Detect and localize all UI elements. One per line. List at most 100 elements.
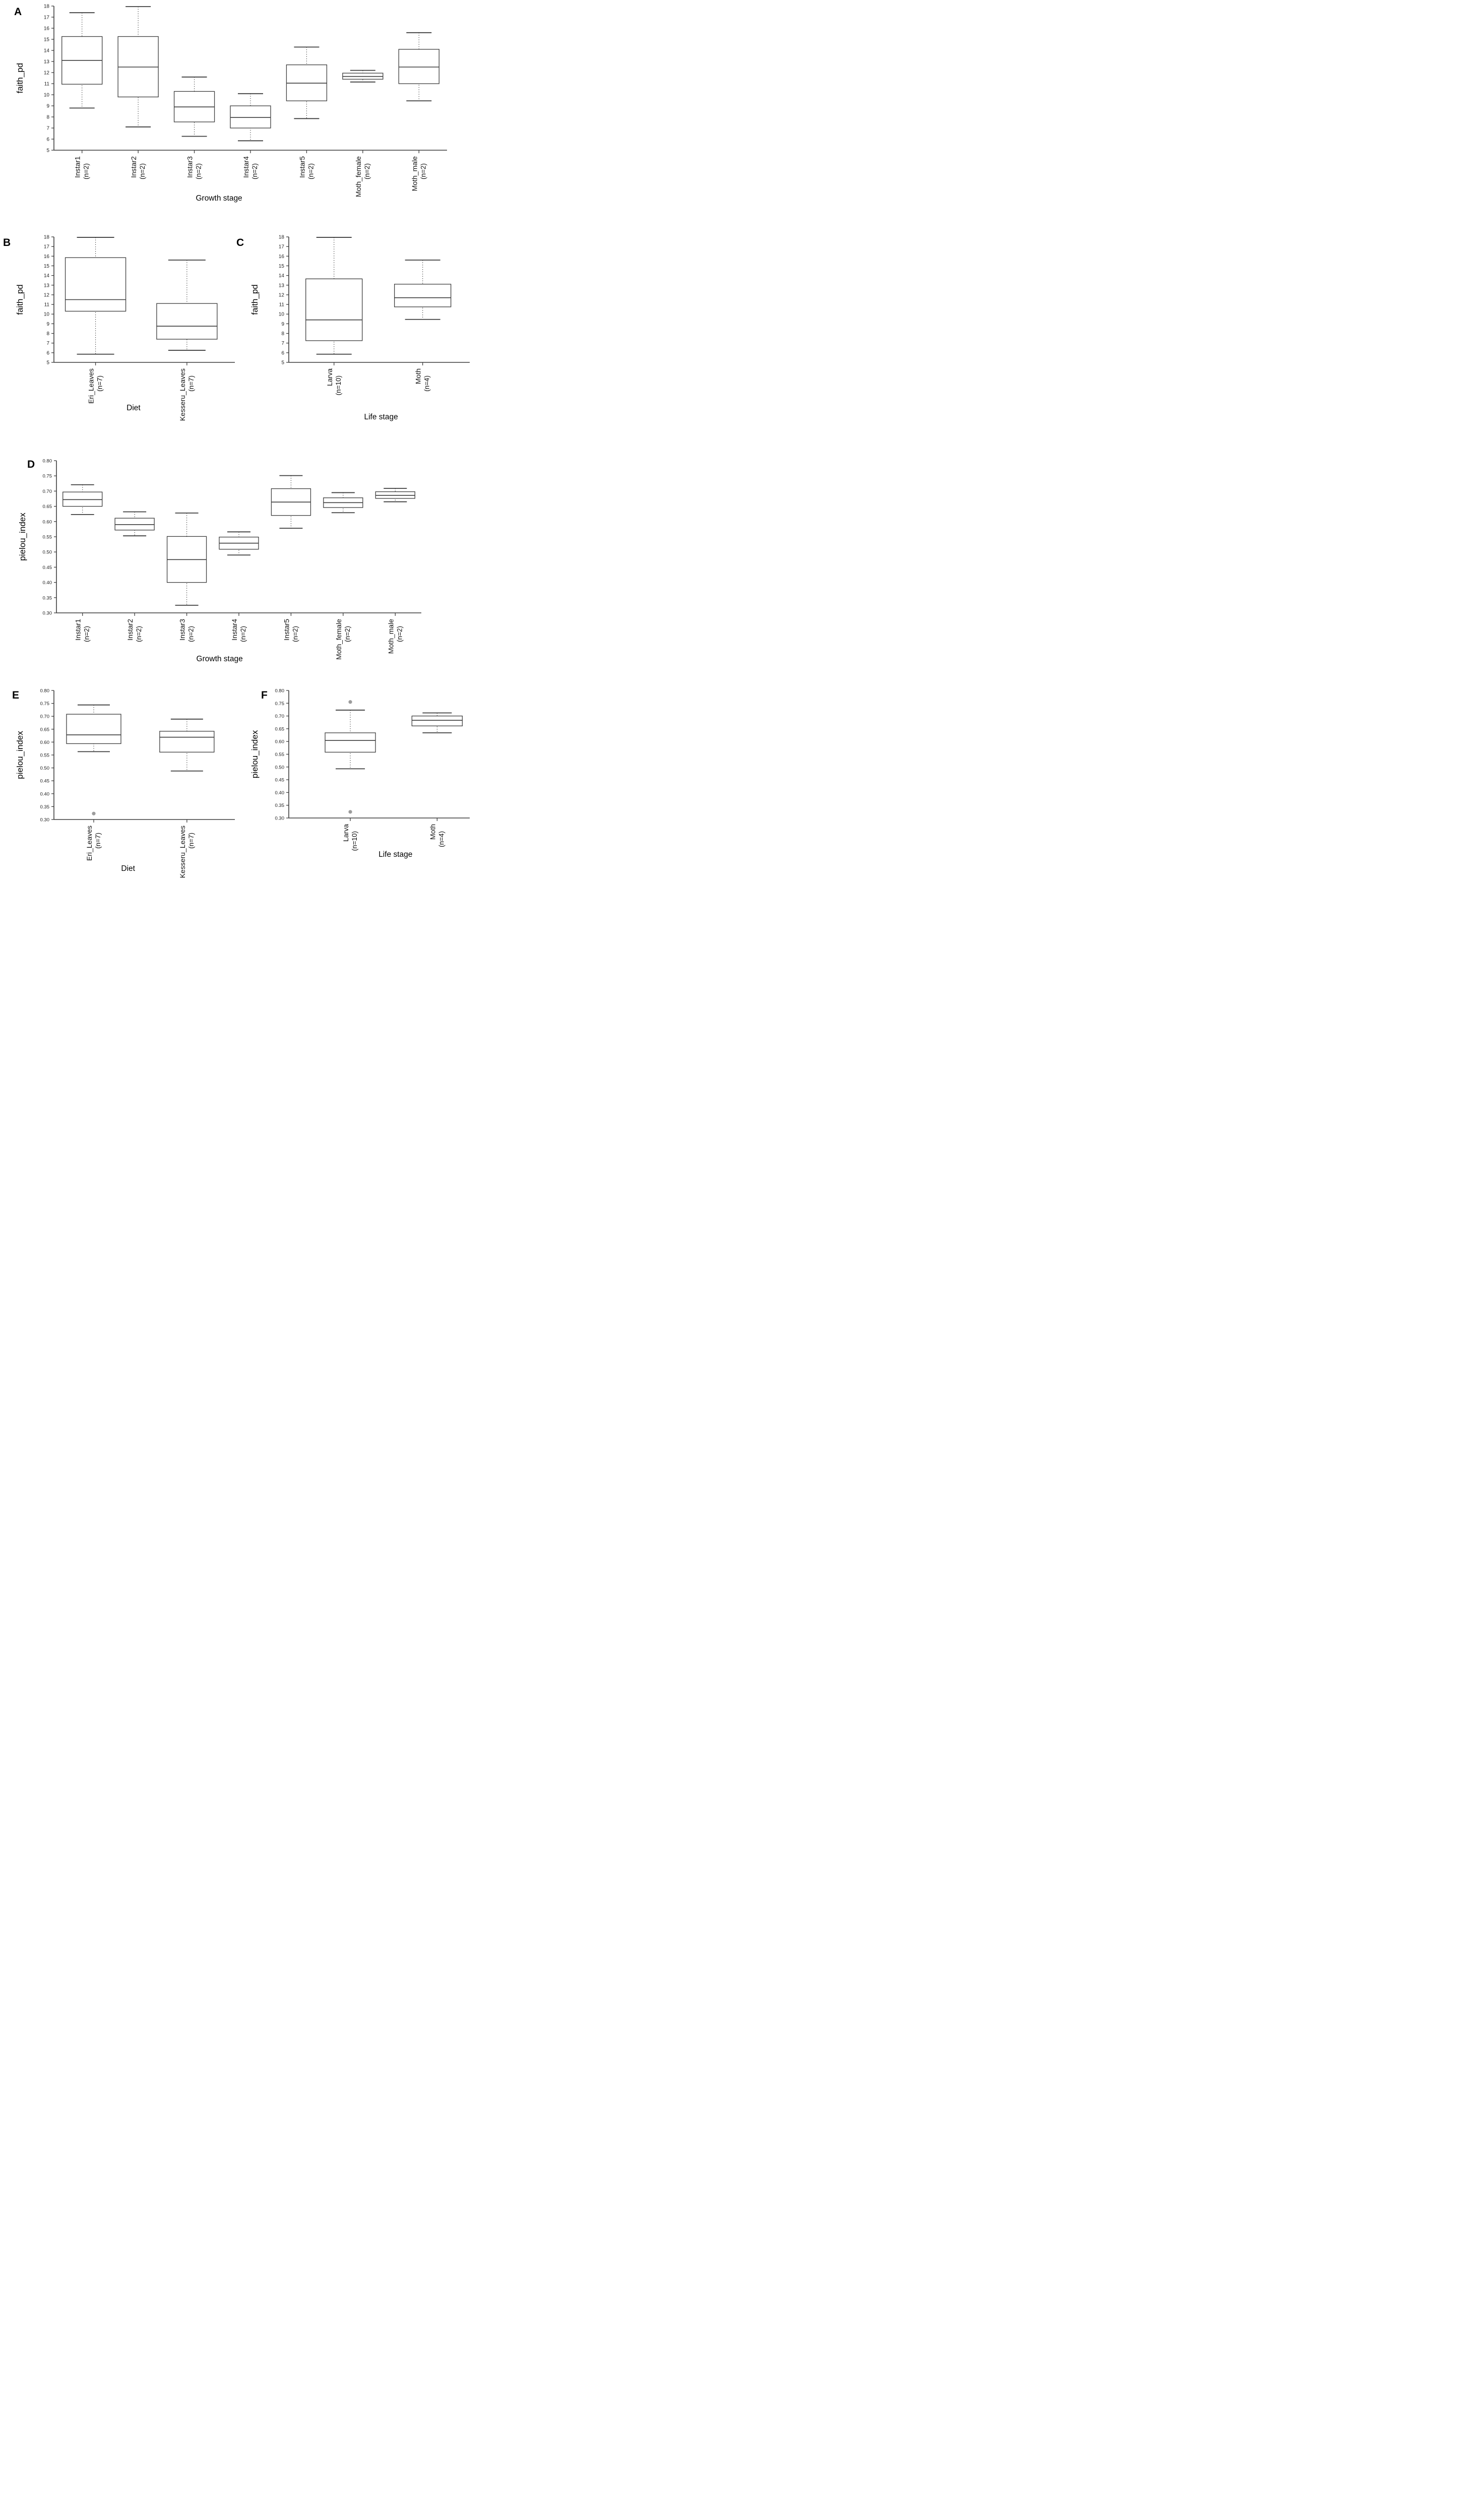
y-tick-label: 0.80 (40, 688, 50, 694)
x-category-label: Instar4 (230, 619, 238, 641)
y-tick-label: 0.35 (43, 595, 52, 601)
outlier-dot (92, 811, 96, 815)
x-category-label: Instar3 (178, 619, 186, 641)
boxplot-svg: C56789101112131415161718faith_pdLarva(n=… (236, 235, 470, 421)
y-tick-label: 18 (44, 4, 50, 10)
y-tick-label: 0.40 (40, 791, 50, 797)
y-tick-label: 8 (281, 331, 284, 337)
x-category-n-label: (n=2) (239, 626, 247, 642)
panel-letter: B (3, 237, 11, 248)
y-tick-label: 12 (44, 292, 50, 298)
x-category-n-label: (n=4) (437, 831, 445, 847)
y-tick-label: 0.75 (43, 474, 52, 479)
x-category-n-label: (n=4) (423, 375, 431, 392)
y-tick-label: 0.30 (43, 611, 52, 616)
panel-letter: C (236, 237, 244, 248)
y-axis-label: faith_pd (15, 284, 25, 315)
x-category-n-label: (n=7) (96, 375, 104, 392)
x-category-label: Larva (342, 824, 350, 842)
y-tick-label: 16 (44, 26, 50, 32)
y-tick-label: 0.40 (43, 580, 52, 586)
x-category-label: Eri_Leaves (87, 368, 95, 404)
panel-letter: E (12, 689, 19, 701)
x-axis-title: Diet (126, 404, 141, 412)
x-category-n-label: (n=2) (291, 626, 299, 642)
x-category-label: Instar2 (130, 156, 138, 178)
x-category-label: Larva (326, 368, 334, 386)
y-tick-label: 16 (279, 254, 285, 260)
y-tick-label: 0.75 (275, 701, 285, 707)
y-tick-label: 14 (279, 273, 285, 279)
iqr-box (114, 518, 155, 531)
y-tick-label: 0.45 (43, 565, 52, 571)
x-category-n-label: (n=2) (187, 626, 195, 642)
y-tick-label: 7 (46, 341, 49, 346)
y-tick-label: 0.55 (43, 535, 52, 540)
y-tick-label: 0.70 (275, 714, 285, 719)
iqr-box (159, 731, 215, 753)
boxplot-svg: E0.300.350.400.450.500.550.600.650.700.7… (12, 688, 235, 878)
x-category-label: Instar3 (186, 156, 194, 178)
iqr-box (230, 105, 271, 129)
y-tick-label: 11 (279, 302, 285, 308)
x-category-label: Moth (428, 824, 436, 840)
y-tick-label: 0.45 (275, 778, 285, 783)
y-tick-label: 18 (279, 235, 285, 240)
iqr-box (65, 257, 126, 312)
x-axis-title: Diet (121, 864, 135, 873)
y-tick-label: 10 (279, 312, 285, 318)
x-category-label: Kesseru_Leaves (178, 368, 186, 421)
y-tick-label: 9 (46, 322, 49, 327)
y-tick-label: 0.55 (275, 752, 285, 758)
y-tick-label: 0.80 (43, 459, 52, 464)
x-axis-title: Life stage (364, 413, 398, 421)
iqr-box (411, 715, 463, 726)
y-tick-label: 0.80 (275, 688, 285, 694)
iqr-box (394, 284, 452, 307)
y-axis-label: pielou_index (18, 513, 27, 561)
x-category-label: Moth_female (354, 156, 362, 197)
x-category-n-label: (n=2) (195, 163, 203, 179)
y-axis-label: pielou_index (15, 731, 25, 779)
x-category-label: Moth_male (387, 619, 395, 654)
x-category-label: Instar2 (126, 619, 134, 641)
boxplot-svg: F0.300.350.400.450.500.550.600.650.700.7… (250, 688, 470, 859)
y-tick-label: 0.45 (40, 779, 50, 784)
panel-letter: D (27, 459, 35, 470)
x-category-label: Moth_female (335, 619, 343, 660)
x-category-label: Instar4 (242, 156, 250, 178)
iqr-box (398, 49, 439, 84)
y-tick-label: 0.30 (40, 817, 50, 823)
y-tick-label: 16 (44, 254, 50, 260)
x-category-n-label: (n=10) (335, 375, 342, 395)
y-tick-label: 0.60 (43, 519, 52, 525)
y-tick-label: 0.65 (275, 726, 285, 732)
y-tick-label: 11 (44, 82, 50, 87)
iqr-box (305, 278, 363, 341)
x-category-n-label: (n=2) (135, 626, 143, 642)
y-tick-label: 7 (281, 341, 284, 346)
x-axis-title: Life stage (378, 850, 412, 859)
iqr-box (156, 303, 218, 340)
panel-letter: F (261, 689, 268, 701)
x-category-label: Moth_male (410, 156, 418, 191)
y-tick-label: 0.50 (43, 550, 52, 555)
x-category-n-label: (n=7) (94, 833, 102, 849)
y-tick-label: 15 (279, 264, 285, 269)
y-tick-label: 17 (44, 15, 50, 21)
x-category-n-label: (n=2) (344, 626, 351, 642)
outlier-dot (348, 700, 352, 704)
y-tick-label: 0.40 (275, 790, 285, 796)
x-category-n-label: (n=2) (83, 626, 91, 642)
y-tick-label: 0.55 (40, 753, 50, 759)
x-category-n-label: (n=2) (419, 163, 427, 179)
y-tick-label: 0.50 (275, 765, 285, 770)
y-tick-label: 6 (281, 350, 284, 356)
y-tick-label: 0.60 (40, 740, 50, 745)
boxplot-svg: A56789101112131415161718faith_pdInstar1(… (14, 4, 447, 203)
x-category-n-label: (n=7) (187, 375, 195, 392)
